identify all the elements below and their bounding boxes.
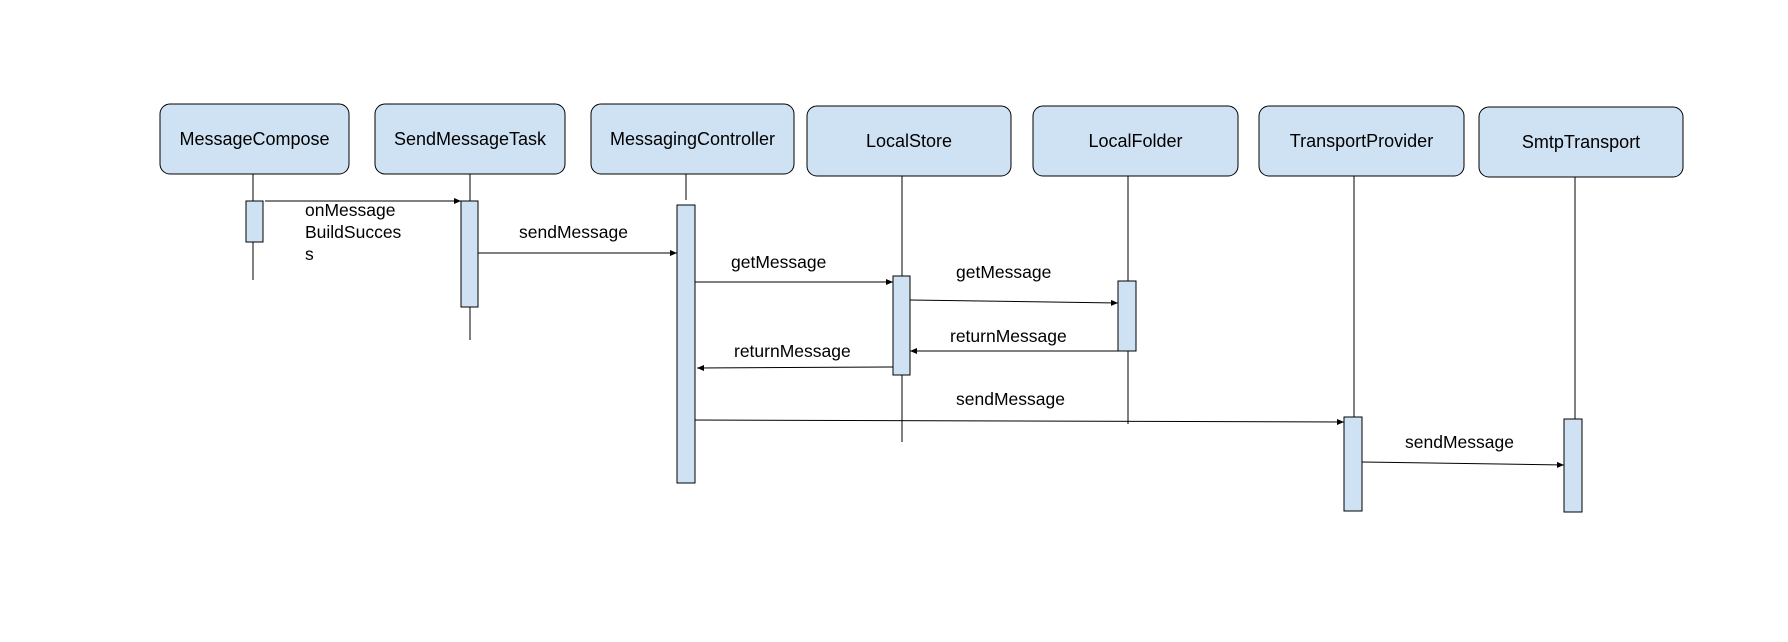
message-label-line: returnMessage [950,326,1067,346]
activation-smtp-transport [1563,418,1583,513]
message-label-line: getMessage [731,252,826,272]
message-arrow-8 [1361,461,1565,468]
message-label-line: sendMessage [519,222,628,242]
message-label-line: sendMessage [1405,432,1514,452]
participant-local-folder: LocalFolder [1032,105,1239,177]
message-label-line: returnMessage [734,341,851,361]
participant-label: MessagingController [610,129,775,149]
participant-local-store: LocalStore [806,105,1012,177]
participant-messaging-controller: MessagingController [590,103,795,175]
message-arrow-4 [909,299,1119,306]
message-label-4: getMessage [956,262,1051,282]
participant-transport-provider: TransportProvider [1258,105,1465,177]
message-label-line: BuildSucces [305,222,402,242]
message-arrow-6 [696,364,894,371]
message-label-line: getMessage [956,262,1051,282]
participant-box [590,103,795,175]
message-label-line: s [305,244,314,264]
participant-message-compose: MessageCompose [159,103,350,175]
participant-label: MessageCompose [179,129,329,149]
message-label-line: onMessage [305,200,395,220]
message-label-2: sendMessage [519,222,628,242]
participant-box [1032,105,1239,177]
activations-layer [245,200,1583,513]
participant-box [806,105,1012,177]
participant-smtp-transport: SmtpTransport [1478,106,1684,178]
message-label-3: getMessage [731,252,826,272]
messages-layer [265,198,1565,468]
message-label-6: returnMessage [734,341,851,361]
participant-box [159,103,350,175]
participant-label: SmtpTransport [1522,132,1640,152]
message-arrow-7 [689,418,1345,425]
activation-local-folder [1117,280,1137,352]
participant-label: TransportProvider [1290,131,1433,151]
participant-label: SendMessageTask [394,129,547,149]
activation-transport-provider [1343,416,1363,512]
message-label-8: sendMessage [1405,432,1514,452]
activation-send-message-task [460,200,479,308]
participant-send-message-task: SendMessageTask [374,103,566,175]
participant-label: LocalFolder [1088,131,1182,151]
activation-messaging-controller [676,204,696,484]
participant-box [374,103,566,175]
message-label-7: sendMessage [956,389,1065,409]
activation-message-compose [245,200,264,243]
participant-box [1478,106,1684,178]
participants-layer: MessageCompose SendMessageTask MessagingCo… [159,103,1684,178]
participant-label: LocalStore [866,131,952,151]
message-label-line: sendMessage [956,389,1065,409]
lifelines-layer [252,174,1576,442]
message-label-5: returnMessage [950,326,1067,346]
activation-local-store [892,275,911,376]
participant-box [1258,105,1465,177]
